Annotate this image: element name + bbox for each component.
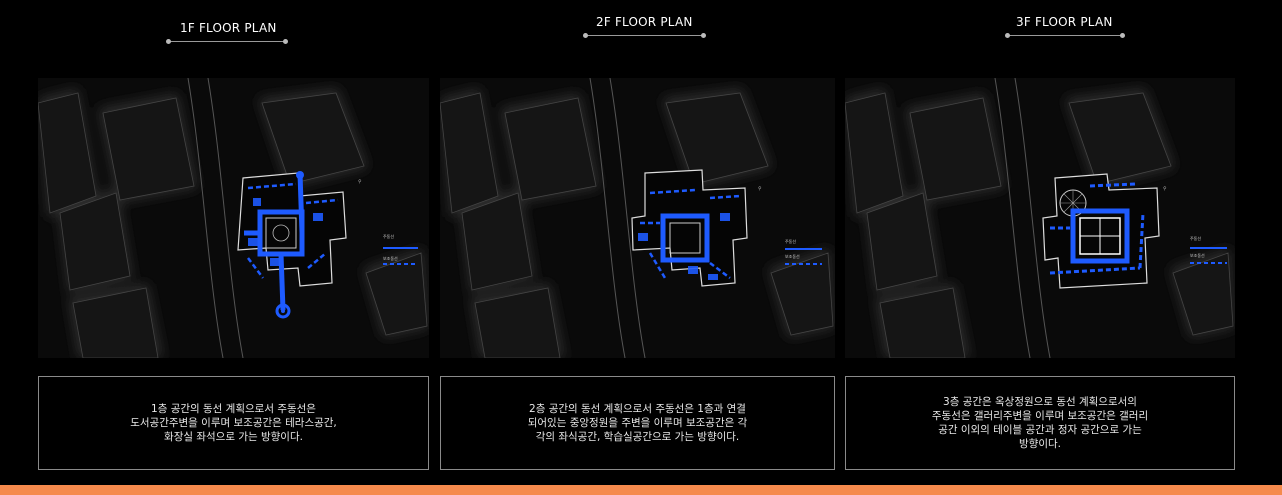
description-line: 2층 공간의 동선 계획으로서 주동선은 1층과 연결: [529, 403, 746, 415]
description-line: 공간 이외의 테이블 공간과 정자 공간으로 가는: [938, 424, 1142, 436]
description-line: 1층 공간의 동선 계획으로서 주동선은: [151, 403, 316, 415]
panel-description: 1층 공간의 동선 계획으로서 주동선은 도서공간주변을 이루며 보조공간은 테…: [38, 376, 429, 470]
description-line: 주동선은 갤러리주변을 이루며 보조공간은 갤러리: [931, 410, 1149, 422]
title-underline: [1005, 33, 1125, 38]
legend-main-label: 주동선: [383, 233, 394, 239]
panel-description: 3층 공간은 옥상정원으로 동선 계획으로서의 주동선은 갤러리주변을 이루며 …: [845, 376, 1235, 470]
floor-plan-3f: 주동선 보조동선 ⚲: [845, 78, 1235, 358]
title-underline: [583, 33, 706, 38]
north-icon: ⚲: [758, 186, 762, 192]
floor-plan-2f: 주동선 보조동선 ⚲: [440, 78, 835, 358]
panel-title: 2F FLOOR PLAN: [596, 15, 693, 29]
description-line: 3층 공간은 옥상정원으로 동선 계획으로서의: [943, 396, 1137, 408]
panel-1f: 1F FLOOR PLAN: [38, 0, 429, 485]
floor-plan-1f: 주동선 보조동선 ⚲: [38, 78, 429, 358]
panel-title: 1F FLOOR PLAN: [180, 21, 277, 35]
description-line: 화장실 좌석으로 가는 방향이다.: [164, 431, 303, 443]
panel-description: 2층 공간의 동선 계획으로서 주동선은 1층과 연결 되어있는 중앙정원을 주…: [440, 376, 835, 470]
north-icon: ⚲: [1163, 186, 1167, 192]
panel-3f: 3F FLOOR PLAN: [845, 0, 1235, 485]
panel-2f: 2F FLOOR PLAN: [440, 0, 835, 485]
north-icon: ⚲: [358, 179, 362, 185]
panel-title: 3F FLOOR PLAN: [1016, 15, 1113, 29]
bottom-accent-bar: [0, 485, 1282, 495]
legend-sub-label: 보조동선: [383, 255, 398, 261]
title-underline: [166, 39, 288, 44]
description-line: 방향이다.: [1019, 438, 1061, 450]
description-line: 되어있는 중앙정원을 주변을 이루며 보조공간은 각: [527, 417, 748, 429]
legend-sub-label: 보조동선: [785, 253, 800, 259]
description-line: 각의 좌식공간, 학습실공간으로 가는 방향이다.: [535, 431, 740, 443]
legend-main-label: 주동선: [785, 238, 796, 244]
legend-sub-label: 보조동선: [1190, 252, 1205, 258]
description-line: 도서공간주변을 이루며 보조공간은 테라스공간,: [130, 417, 337, 429]
legend-main-label: 주동선: [1190, 235, 1201, 241]
